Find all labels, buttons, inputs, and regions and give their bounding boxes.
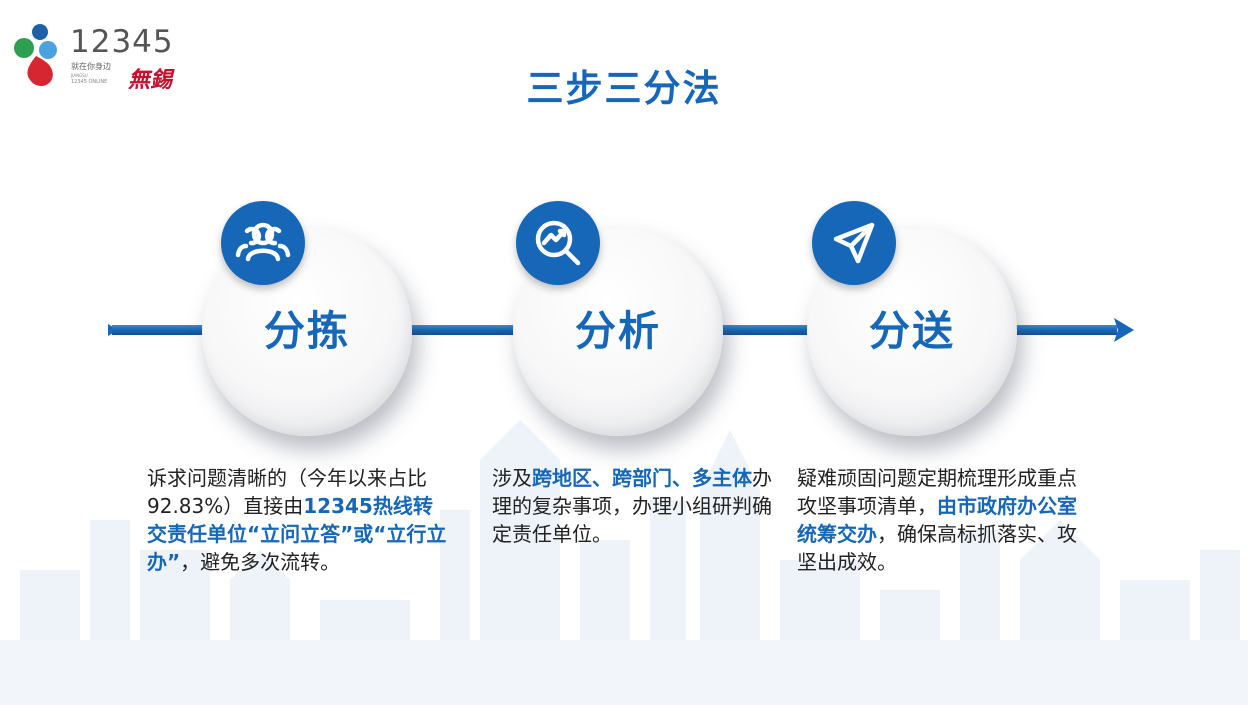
- description-text: 疑难顽固问题定期梳理形成重点攻坚事项清单，: [797, 466, 1077, 518]
- step-description-dispatch: 疑难顽固问题定期梳理形成重点攻坚事项清单，由市政府办公室统筹交办，确保高标抓落实…: [797, 464, 1087, 576]
- step-description-analyze: 涉及跨地区、跨部门、多主体办理的复杂事项，办理小组研判确定责任单位。: [492, 464, 777, 548]
- users-icon: [235, 222, 291, 262]
- page-title: 三步三分法: [526, 67, 722, 110]
- highlight-text: 由市政府办公室统筹交办: [797, 494, 1077, 546]
- send-icon: [833, 222, 875, 264]
- description-text: ，确保高标抓落实、攻坚出成效。: [797, 522, 1077, 574]
- description-text: 诉求问题清晰的（今年以来占比92.83%）直接由: [147, 466, 427, 518]
- description-text: 办理的复杂事项，办理小组研判确定责任单位。: [492, 466, 772, 546]
- description-text: 涉及: [492, 466, 532, 490]
- step-badge-sort: [221, 201, 305, 285]
- step-badge-analyze: [516, 201, 600, 285]
- description-text: ，避免多次流转。: [180, 550, 341, 574]
- skyline-watermark: [0, 420, 1248, 705]
- analysis-icon: [535, 220, 581, 266]
- highlight-text: 12345热线转交责任单位“立问立答”或“立行立办”: [147, 494, 447, 574]
- logo: 12345 就在你身边 JIANGSU 12345 ONLINE 無錫: [8, 22, 178, 93]
- step-description-sort: 诉求问题清晰的（今年以来占比92.83%）直接由12345热线转交责任单位“立问…: [147, 464, 447, 576]
- highlight-text: 跨地区、跨部门、多主体: [532, 466, 752, 490]
- logo-dots-icon: [14, 24, 57, 87]
- logo-number: 12345: [70, 24, 174, 60]
- logo-online: 12345 ONLINE: [71, 79, 108, 85]
- logo-province: JIANGSU: [71, 73, 88, 78]
- logo-slogan: 就在你身边: [71, 62, 111, 71]
- step-label: 分送: [869, 307, 955, 355]
- step-label: 分析: [575, 307, 661, 355]
- logo-brand: 無錫: [128, 67, 173, 93]
- step-badge-dispatch: [812, 201, 896, 285]
- step-label: 分拣: [264, 307, 350, 355]
